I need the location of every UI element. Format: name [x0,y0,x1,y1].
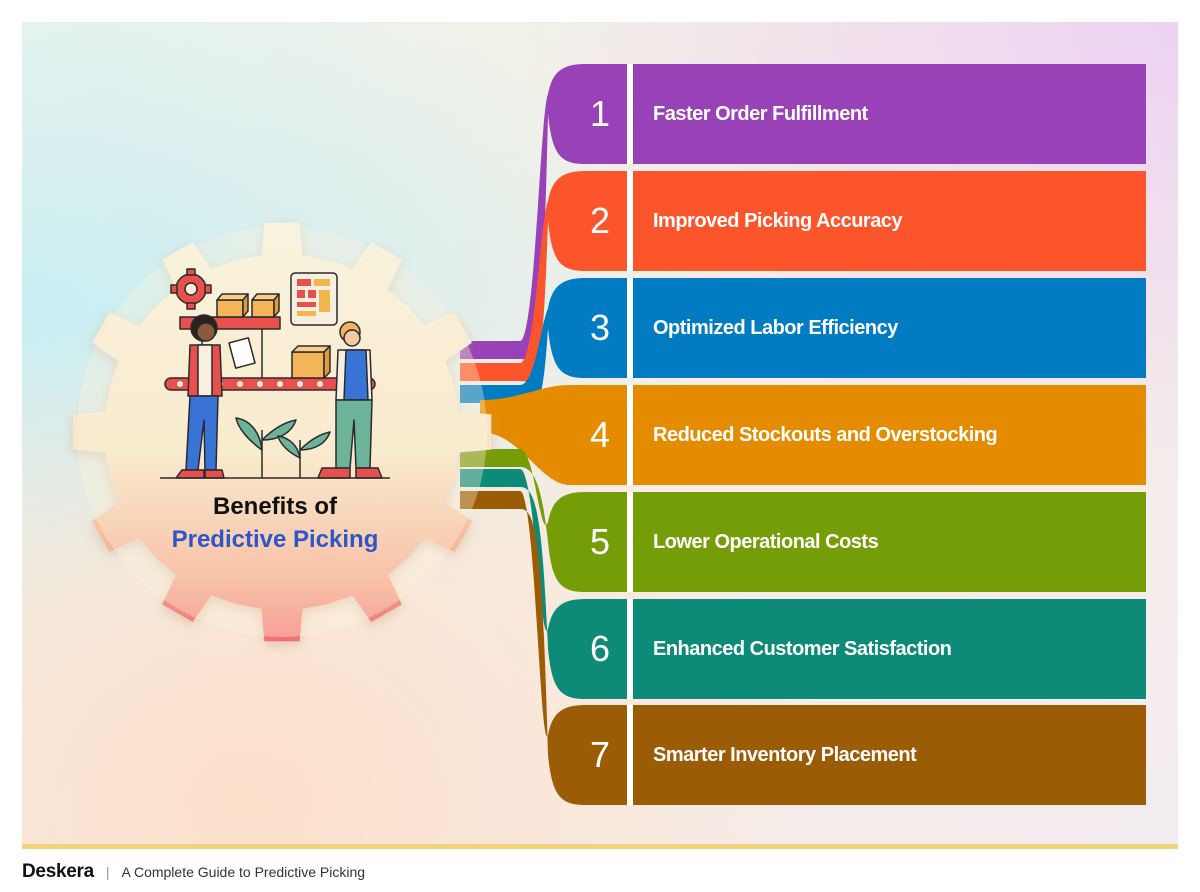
footer: Deskera | A Complete Guide to Predictive… [22,858,365,886]
item-number-5: 5 [589,521,611,562]
footer-subtitle: A Complete Guide to Predictive Picking [121,864,366,880]
cog-icon [170,268,212,310]
dashboard-icon [290,272,338,326]
item-label-3: Optimized Labor Efficiency [653,317,898,339]
benefit-bar-4 [480,385,1146,485]
item-label-1: Faster Order Fulfillment [653,103,868,125]
item-number-6: 6 [589,628,611,669]
footer-separator: | [105,864,110,880]
bar-separator-7 [627,705,633,805]
box-icon [291,345,331,379]
bar-separator-5 [627,492,633,592]
item-number-3: 3 [589,307,611,348]
item-label-5: Lower Operational Costs [653,531,879,553]
brand-logo: Deskera [22,861,94,882]
worker-figure [175,314,256,479]
item-label-7: Smarter Inventory Placement [653,744,917,766]
item-number-7: 7 [589,734,611,775]
item-number-2: 2 [589,200,611,241]
warehouse-illustration [160,268,390,479]
connectors [460,64,1146,805]
box-icon [251,293,280,318]
box-icon [216,293,249,318]
item-number-1: 1 [589,93,611,134]
title-line-2: Predictive Picking [171,526,379,553]
plant-icon [235,417,331,478]
bar-separator-1 [627,64,633,164]
item-label-6: Enhanced Customer Satisfaction [653,638,952,660]
item-label-2: Improved Picking Accuracy [653,210,903,232]
item-number-4: 4 [589,414,611,455]
title-line-1: Benefits of [212,493,337,520]
bar-separator-4 [627,385,633,485]
worker-figure [317,321,383,479]
bar-separator-3 [627,278,633,378]
item-label-4: Reduced Stockouts and Overstocking [653,424,998,446]
bar-separator-2 [627,171,633,271]
footer-divider [22,844,1178,849]
bar-separator-6 [627,599,633,699]
